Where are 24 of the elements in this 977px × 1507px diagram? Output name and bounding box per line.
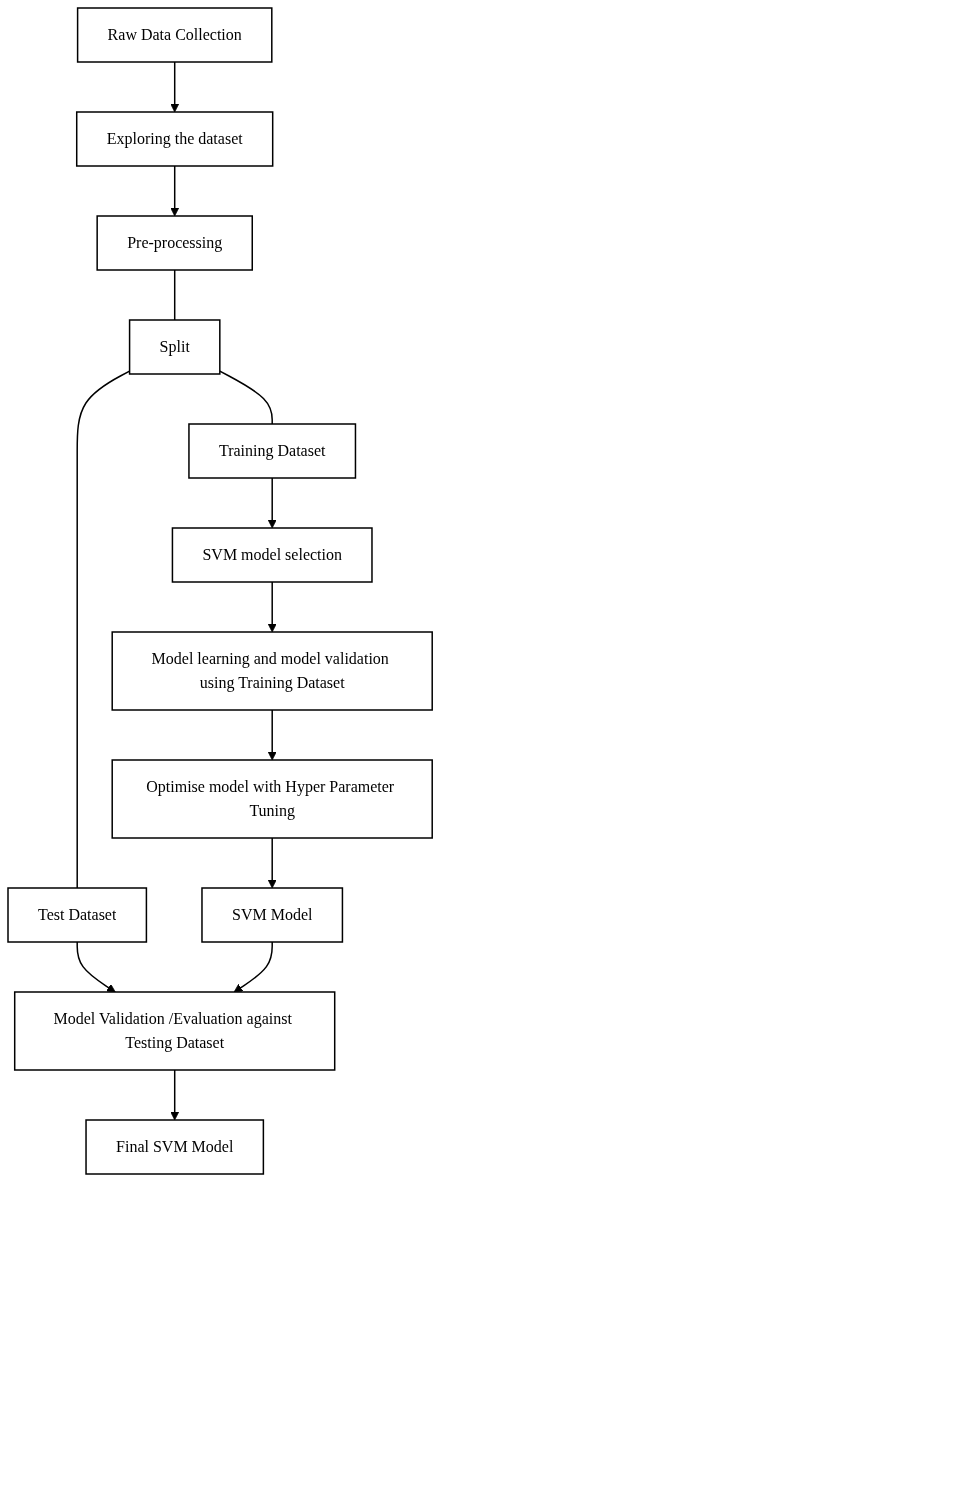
node-box: Training Dataset <box>188 423 357 479</box>
node-box: SVM Model <box>201 887 344 943</box>
connector <box>219 370 273 425</box>
arrow <box>267 581 277 633</box>
node-box: Test Dataset <box>7 887 148 943</box>
arrow <box>267 709 277 761</box>
arrow <box>76 941 116 993</box>
connector <box>173 269 176 321</box>
node-box: Exploring the dataset <box>75 111 274 167</box>
connector <box>76 370 131 889</box>
arrow <box>170 61 180 113</box>
node-box: Optimise model with Hyper Parameter Tuning <box>111 759 433 839</box>
node-box: Model learning and model validation using Training Dataset <box>111 631 433 711</box>
node-box: Pre-processing <box>96 215 253 271</box>
node-box: Raw Data Collection <box>76 7 273 63</box>
node-box: Model Validation /Evaluation against Testing Dataset <box>13 991 336 1071</box>
arrow <box>170 165 180 217</box>
arrow <box>267 837 277 889</box>
arrow <box>170 1069 180 1121</box>
node-box: SVM model selection <box>171 527 373 583</box>
node-box: Split <box>128 319 221 375</box>
arrow <box>233 941 273 993</box>
arrow <box>267 477 277 529</box>
node-box: Final SVM Model <box>85 1119 265 1175</box>
